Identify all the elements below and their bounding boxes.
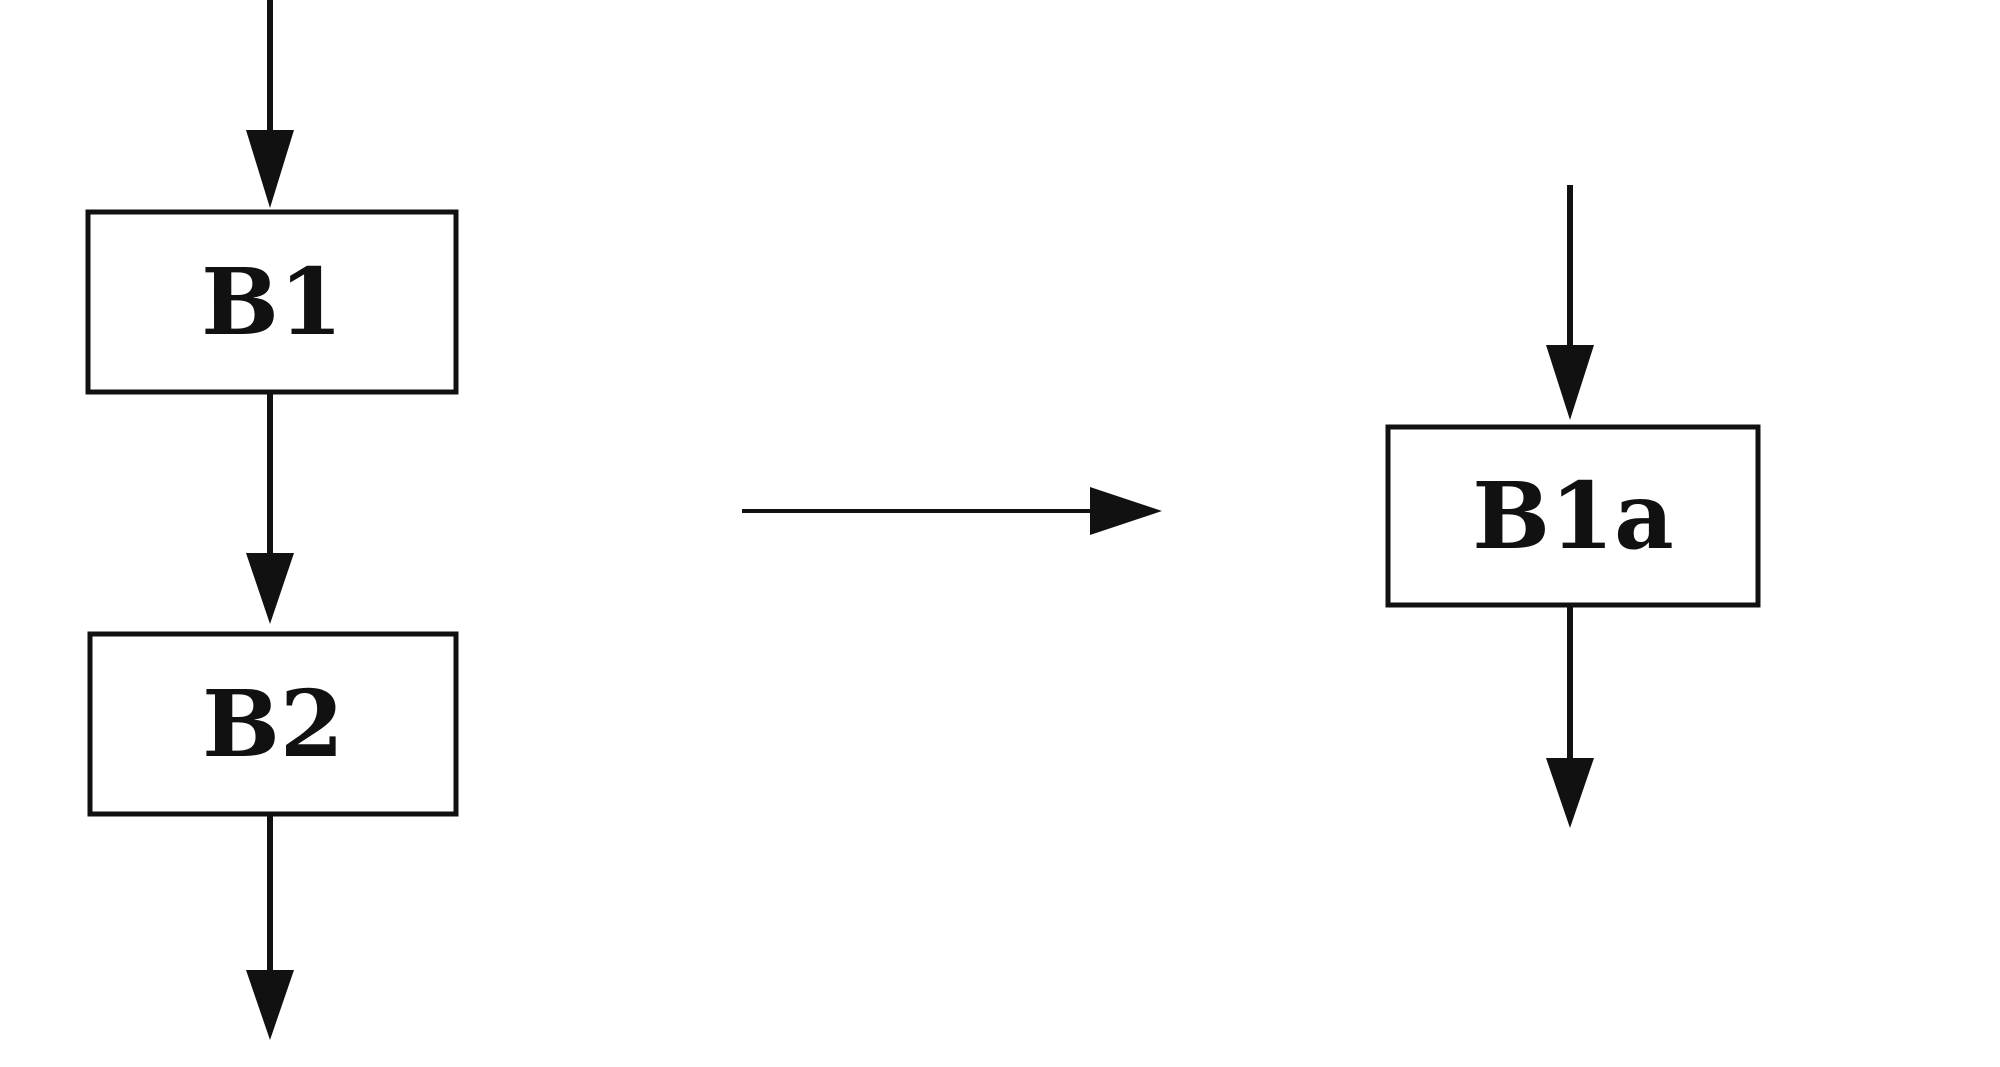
edge-out-of-b2: [246, 816, 294, 1040]
edge-into-b1a: [1546, 185, 1594, 420]
before-flow: B1 B2: [85, 0, 459, 1040]
after-flow: B1a: [1385, 185, 1761, 828]
node-b2: B2: [87, 631, 459, 817]
node-b1a-label: B1a: [1472, 462, 1673, 570]
edge-out-of-b1a: [1546, 607, 1594, 828]
node-b2-label: B2: [202, 670, 344, 778]
edge-b1-to-b2: [246, 394, 294, 624]
node-b1: B1: [85, 209, 459, 395]
node-b1-label: B1: [201, 248, 343, 356]
edge-into-b1: [246, 0, 294, 208]
node-b1a: B1a: [1385, 424, 1761, 608]
transformation-arrow: [742, 487, 1162, 535]
